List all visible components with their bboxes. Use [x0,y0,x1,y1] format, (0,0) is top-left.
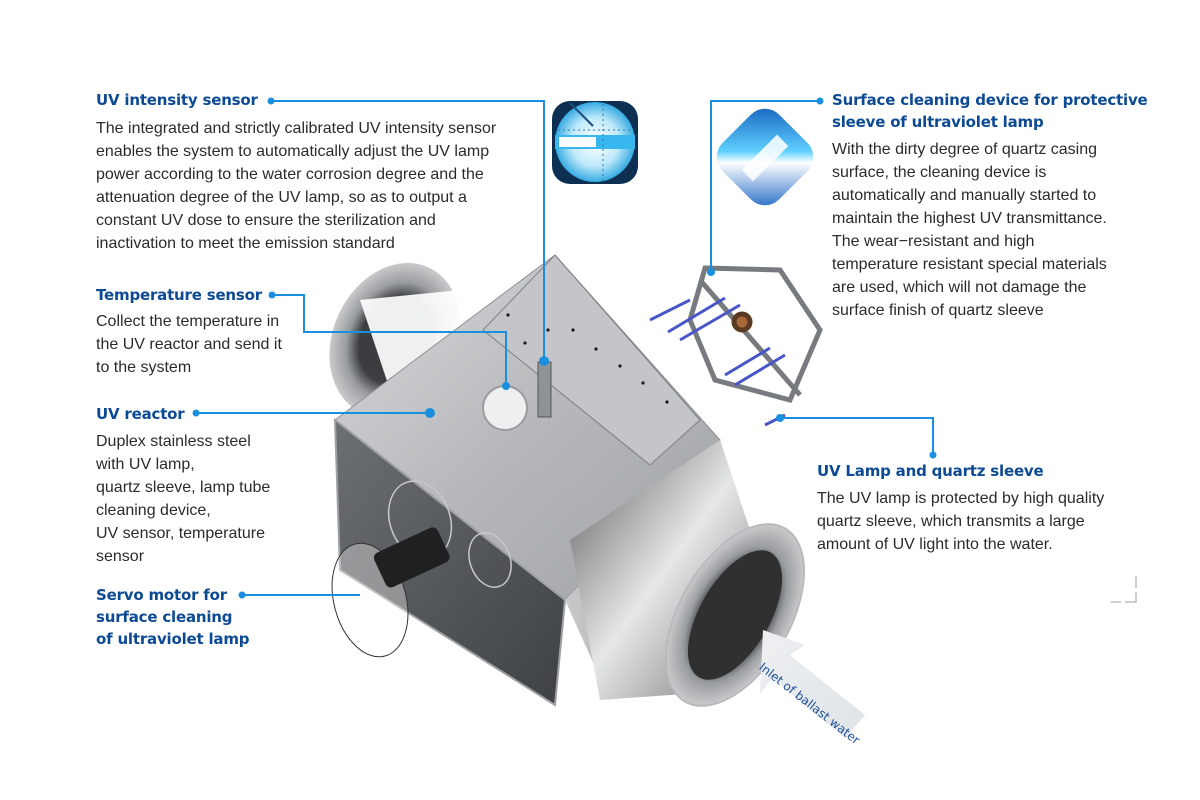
callout-surface-cleaning-device: Surface cleaning device for protective s… [832,89,1162,322]
callout-description: The UV lamp is protected by high quality… [817,490,1105,553]
reactor-front-face [333,417,567,707]
callout-title: UV reactor [96,405,185,423]
cleaning-device-thumbnail [716,108,814,206]
uv-intensity-thumbnail [552,101,638,184]
callout-title: Servo motor for surface cleaning of ultr… [96,586,250,648]
callout-uv-reactor: UV reactor Duplex stainless steel with U… [96,403,316,568]
callout-servo-motor: Servo motor for surface cleaning of ultr… [96,584,296,650]
callout-description: Duplex stainless steel with UV lamp, qua… [96,433,271,565]
corner-marker-icon [1111,576,1137,603]
callout-title: UV Lamp and quartz sleeve [817,462,1044,480]
callout-title: Surface cleaning device for protective s… [832,91,1148,131]
temperature-sensor-dome [482,385,528,431]
callout-description: The integrated and strictly calibrated U… [96,120,497,252]
bolt-holes [506,313,669,404]
outlet-cone [570,440,760,700]
callout-uv-lamp-quartz-sleeve: UV Lamp and quartz sleeve The UV lamp is… [817,460,1147,556]
rear-flange [329,262,470,418]
callout-title: Temperature sensor [96,286,262,304]
front-ports [387,480,512,588]
callout-description: Collect the temperature in the UV reacto… [96,313,282,376]
servo-motor [331,527,450,658]
uv-sensor-post [537,361,552,418]
reactor-top-plate [334,254,721,601]
inlet-label: Inlet of ballast water [756,660,863,748]
callout-title: UV intensity sensor [96,91,258,109]
quartz-sleeves [649,296,786,427]
cleaning-device-frame [687,265,823,403]
callout-uv-intensity-sensor: UV intensity sensor The integrated and s… [96,89,546,255]
callout-temperature-sensor: Temperature sensor Collect the temperatu… [96,284,316,379]
callout-description: With the dirty degree of quartz casing s… [832,141,1107,319]
